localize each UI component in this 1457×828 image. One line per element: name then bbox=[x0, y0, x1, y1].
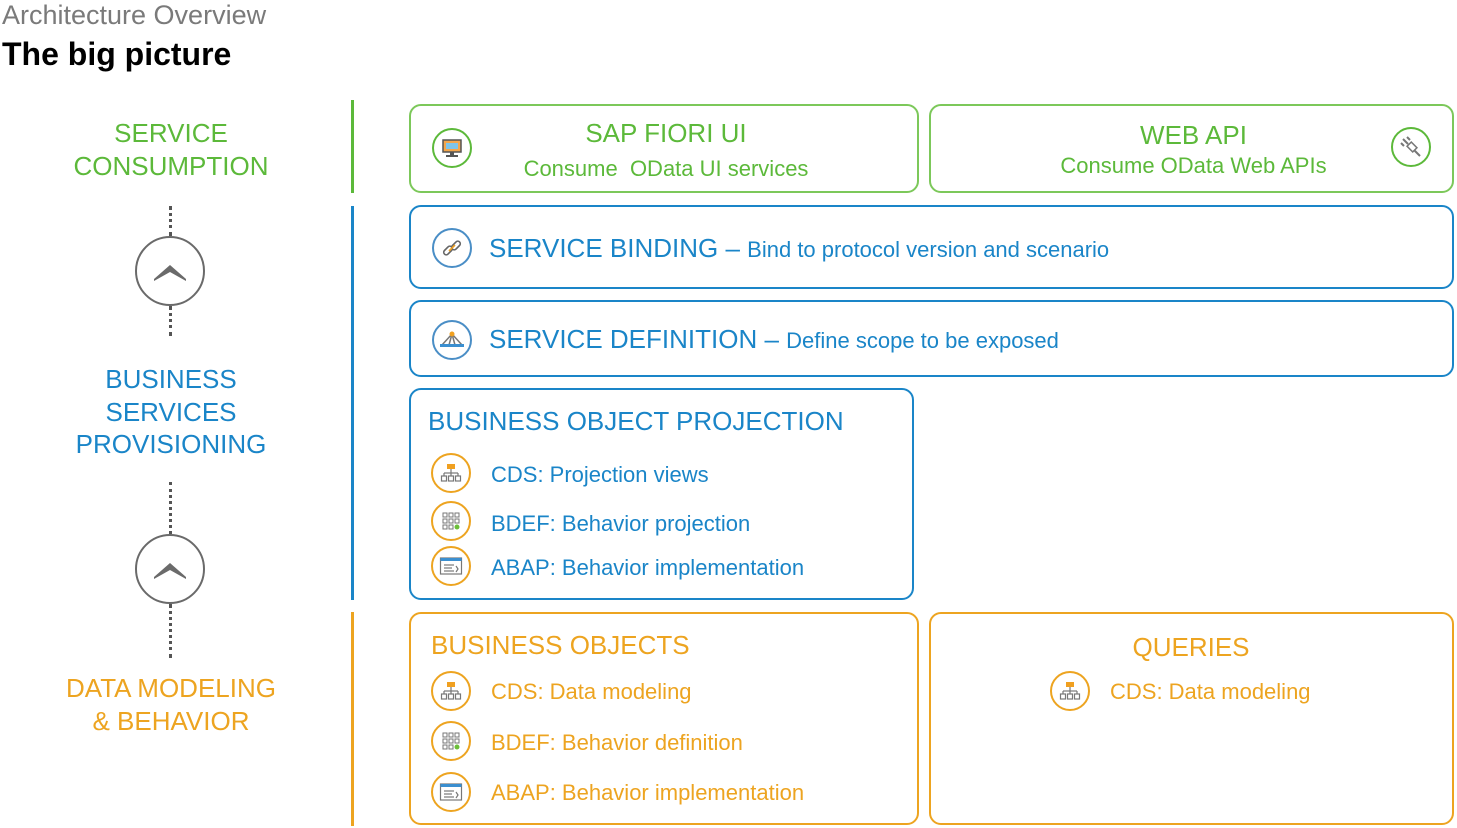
business-objects-box: BUSINESS OBJECTS CDS: Data modeling BDEF… bbox=[409, 612, 919, 825]
service-definition-title: SERVICE DEFINITION bbox=[489, 324, 758, 354]
tree-icon bbox=[1050, 671, 1090, 711]
layer-label-line: & BEHAVIOR bbox=[92, 705, 250, 736]
chevron-up-icon bbox=[154, 265, 186, 281]
monitor-icon bbox=[432, 128, 472, 168]
bo-projection-title: BUSINESS OBJECT PROJECTION bbox=[428, 406, 844, 436]
business-objects-item: ABAP: Behavior implementation bbox=[491, 780, 805, 805]
arrow-up-circle bbox=[135, 236, 205, 306]
bo-projection-item: CDS: Projection views bbox=[491, 462, 709, 487]
connector-dots bbox=[169, 206, 172, 236]
service-binding-dash: – bbox=[718, 233, 748, 263]
service-binding-text: SERVICE BINDING – Bind to protocol versi… bbox=[489, 233, 1109, 264]
layer-bar-modeling bbox=[351, 612, 354, 826]
service-binding-title: SERVICE BINDING bbox=[489, 233, 719, 263]
layer-label-line: SERVICE bbox=[114, 118, 228, 148]
business-objects-item: BDEF: Behavior definition bbox=[491, 730, 743, 755]
layer-label-line: CONSUMPTION bbox=[73, 150, 269, 181]
arrow-up-circle bbox=[135, 534, 205, 604]
service-binding-box: SERVICE BINDING – Bind to protocol versi… bbox=[409, 205, 1454, 289]
chevron-up-icon bbox=[154, 563, 186, 579]
bo-projection-box: BUSINESS OBJECT PROJECTION CDS: Projecti… bbox=[409, 388, 914, 600]
queries-box: QUERIES CDS: Data modeling bbox=[929, 612, 1454, 825]
fiori-title: SAP FIORI UI bbox=[585, 118, 747, 148]
service-binding-desc: Bind to protocol version and scenario bbox=[747, 237, 1110, 262]
bo-projection-item: ABAP: Behavior implementation bbox=[491, 555, 805, 580]
web-api-box: WEB API Consume OData Web APIs bbox=[929, 104, 1454, 193]
service-definition-desc: Define scope to be exposed bbox=[786, 328, 1059, 353]
layer-bar-provisioning bbox=[351, 206, 354, 600]
link-icon bbox=[432, 228, 472, 268]
service-definition-text: SERVICE DEFINITION – Define scope to be … bbox=[489, 324, 1059, 355]
layer-label-provisioning: BUSINESS SERVICES PROVISIONING bbox=[46, 363, 296, 461]
queries-item: CDS: Data modeling bbox=[1110, 679, 1311, 704]
web-api-title: WEB API bbox=[1140, 120, 1247, 150]
business-objects-title: BUSINESS OBJECTS bbox=[431, 630, 690, 660]
code-icon bbox=[431, 546, 471, 586]
fiori-ui-box: SAP FIORI UI Consume OData UI services bbox=[409, 104, 919, 193]
layer-label-line: BUSINESS bbox=[105, 364, 237, 394]
tree-icon bbox=[431, 671, 471, 711]
queries-title: QUERIES bbox=[1132, 632, 1250, 662]
connector-dots bbox=[169, 482, 172, 534]
layer-label-line: SERVICES bbox=[105, 396, 237, 427]
layer-bar-consumption bbox=[351, 100, 354, 193]
tree-icon bbox=[431, 453, 471, 493]
page-title: The big picture bbox=[2, 36, 232, 72]
fiori-subtitle: Consume OData UI services bbox=[523, 156, 809, 181]
connector-dots bbox=[169, 604, 172, 658]
supertitle: Architecture Overview bbox=[2, 0, 267, 30]
code-icon bbox=[431, 772, 471, 812]
layer-label-line: DATA MODELING bbox=[66, 673, 276, 703]
grid-icon bbox=[431, 501, 471, 541]
layer-label-consumption: SERVICE CONSUMPTION bbox=[46, 117, 296, 182]
bo-projection-item: BDEF: Behavior projection bbox=[491, 511, 751, 536]
web-api-subtitle: Consume OData Web APIs bbox=[1060, 153, 1327, 178]
business-objects-item: CDS: Data modeling bbox=[491, 679, 692, 704]
grid-icon bbox=[431, 721, 471, 761]
layer-label-modeling: DATA MODELING & BEHAVIOR bbox=[46, 672, 296, 737]
layer-label-line: PROVISIONING bbox=[75, 429, 267, 459]
plug-icon bbox=[1391, 127, 1431, 167]
hierarchy-icon bbox=[432, 320, 472, 360]
service-definition-box: SERVICE DEFINITION – Define scope to be … bbox=[409, 300, 1454, 377]
connector-dots bbox=[169, 306, 172, 336]
service-definition-dash: – bbox=[757, 324, 787, 354]
